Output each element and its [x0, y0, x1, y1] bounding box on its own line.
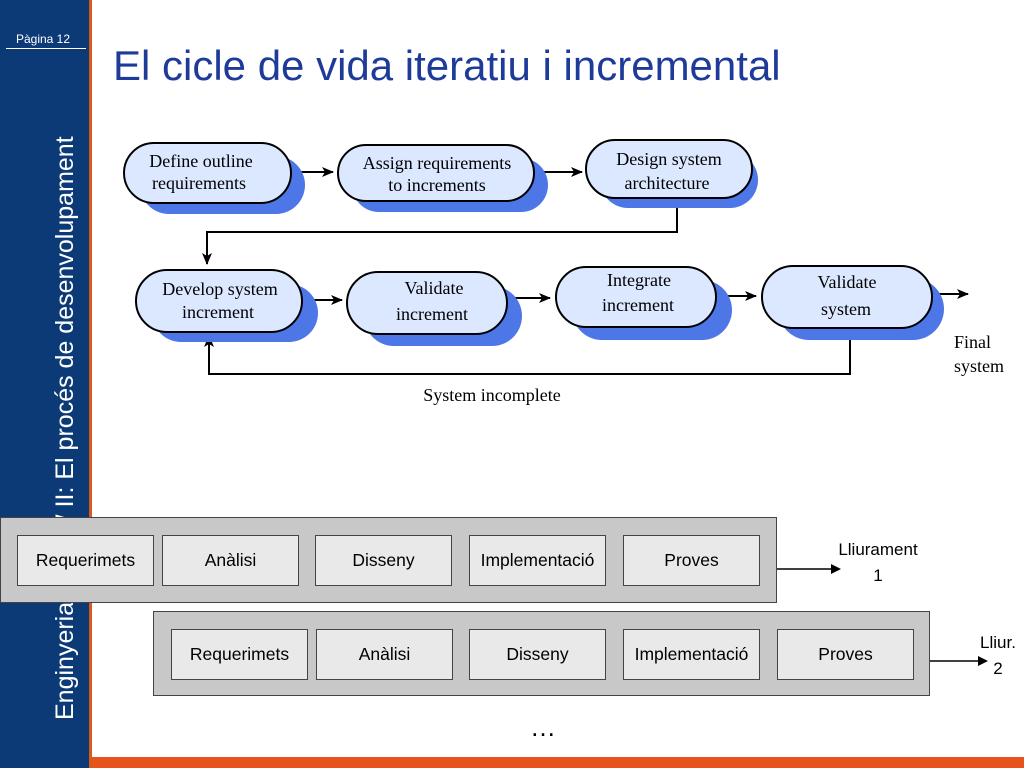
- iteration-1-phase-implementation: Implementació: [469, 535, 606, 586]
- delivery-1-label: Lliurament 1: [826, 540, 930, 586]
- iteration-2-phase-testing: Proves: [777, 629, 914, 680]
- step-define-outline-requirements: Define outline requirements: [123, 142, 305, 214]
- iteration-1-phase-design: Disseny: [315, 535, 452, 586]
- iteration-2-panel: Requerimets Anàlisi Disseny Implementaci…: [153, 611, 930, 696]
- delivery-2-label: Lliur. 2: [972, 633, 1024, 679]
- final-label-line-2: system: [954, 356, 1004, 376]
- step-4-line-1: Develop system: [162, 279, 277, 299]
- page-number: Pàgina 12: [15, 32, 71, 46]
- iteration-2-phase-analysis: Anàlisi: [316, 629, 453, 680]
- delivery-2-number: 2: [993, 659, 1003, 678]
- step-assign-requirements: Assign requirements to increments: [337, 144, 548, 212]
- step-validate-increment: Validate increment: [346, 271, 522, 346]
- delivery-1-number: 1: [873, 566, 883, 585]
- step-1-line-2: requirements: [152, 173, 246, 193]
- delivery-1-label-text: Lliurament: [838, 540, 918, 559]
- step-5-line-1: Validate: [405, 278, 464, 298]
- delivery-2-label-text: Lliur.: [980, 633, 1016, 652]
- step-6-line-2: increment: [602, 295, 674, 315]
- step-4-line-2: increment: [182, 302, 254, 322]
- iteration-2-phase-design: Disseny: [469, 629, 606, 680]
- step-1-line-1: Define outline: [149, 151, 252, 171]
- loop-back-arrow: [204, 328, 851, 375]
- step-6-line-1: Integrate: [607, 270, 671, 290]
- iteration-1-phase-requirements: Requerimets: [17, 535, 154, 586]
- delivery-2-arrow: [930, 656, 988, 666]
- step-5-line-2: increment: [396, 304, 468, 324]
- slide-title: El cicle de vida iteratiu i incremental: [113, 42, 781, 89]
- final-label-line-1: Final: [954, 332, 991, 352]
- bottom-accent-bar: [92, 757, 1024, 768]
- iteration-2-phase-implementation: Implementació: [623, 629, 760, 680]
- iteration-1-phase-testing: Proves: [623, 535, 760, 586]
- step-2-line-2: to increments: [388, 175, 485, 195]
- step-3-line-1: Design system: [616, 149, 722, 169]
- step-2-line-1: Assign requirements: [363, 153, 511, 173]
- continuation-ellipsis: …: [530, 712, 556, 742]
- sidebar: Pàgina 12 Enginyeria del SW II: El procé…: [0, 0, 92, 768]
- step-integrate-increment: Integrate increment: [555, 266, 732, 340]
- step-3-line-2: architecture: [625, 173, 710, 193]
- iteration-2-phase-requirements: Requerimets: [171, 629, 308, 680]
- arrow-3-4: [202, 203, 678, 265]
- step-7-line-2: system: [821, 299, 871, 319]
- step-design-system-architecture: Design system architecture: [585, 139, 758, 208]
- delivery-1-arrow: [777, 564, 841, 574]
- page-number-rule: [6, 48, 86, 49]
- step-7-line-1: Validate: [818, 272, 877, 292]
- step-validate-system: Validate system: [761, 265, 944, 340]
- iteration-1-panel: Requerimets Anàlisi Disseny Implementaci…: [0, 517, 777, 603]
- step-develop-system-increment: Develop system increment: [135, 269, 318, 342]
- loop-label: System incomplete: [423, 385, 560, 405]
- iteration-1-phase-analysis: Anàlisi: [162, 535, 299, 586]
